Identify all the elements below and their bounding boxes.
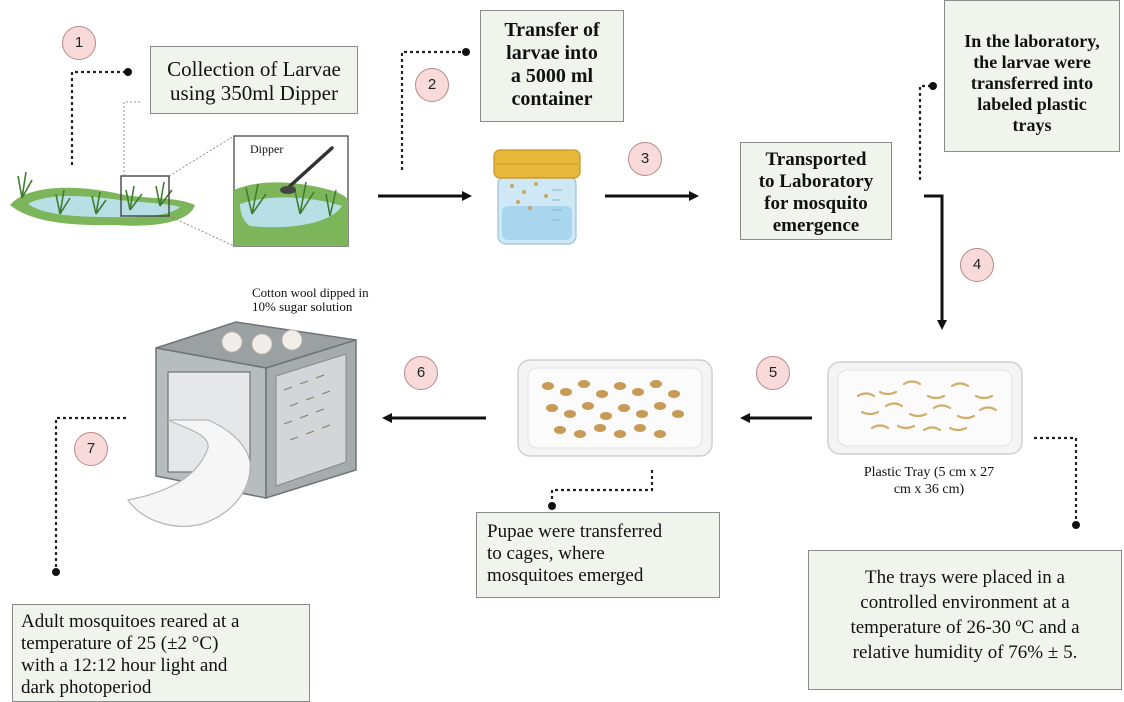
transported-line-2: to Laboratory: [758, 171, 874, 192]
step-circle-4: 4: [960, 248, 994, 282]
dot-step1: [124, 68, 132, 76]
step-circle-3: 3: [628, 142, 662, 176]
cotton-line-2: 10% sugar solution: [252, 299, 353, 314]
dot-step2: [462, 48, 470, 56]
transfer-line-1: Transfer of: [504, 19, 600, 41]
transfer-box: Transfer of larvae into a 5000 ml contai…: [480, 10, 624, 122]
step-circle-6: 6: [404, 356, 438, 390]
transported-box: Transported to Laboratory for mosquito e…: [740, 142, 892, 240]
dot-lab: [929, 82, 937, 90]
dot-pupae: [548, 502, 556, 510]
pond-grass: [17, 171, 173, 215]
tray-label: Plastic Tray (5 cm x 27 cm x 36 cm): [844, 464, 1014, 498]
transported-line-1: Transported: [765, 149, 867, 170]
larvae-tray: [827, 361, 1023, 455]
pupae-line-3: mosquitoes emerged: [487, 565, 644, 586]
adult-line-3: with a 12:12 hour light and: [21, 655, 228, 676]
dotted-connectors: [54, 50, 1078, 570]
pond-water: [28, 196, 180, 218]
adult-line-2: temperature of 25 (±2 °C): [21, 633, 219, 654]
laboratory-line-1: In the laboratory,: [964, 31, 1100, 51]
step-circle-2: 2: [415, 68, 449, 102]
step-circle-7: 7: [74, 432, 108, 466]
connector-dots: [52, 48, 1080, 576]
connector-pupae: [550, 470, 654, 504]
laboratory-line-5: trays: [1012, 115, 1052, 135]
trays-line-4: relative humidity of 76% ± 5.: [852, 642, 1078, 663]
step-circle-5: 5: [756, 356, 790, 390]
pupae-box: Pupae were transferred to cages, where m…: [476, 512, 720, 598]
dipper-cup: [280, 186, 296, 194]
dipper-label: Dipper: [250, 142, 284, 156]
cotton-line-1: Cotton wool dipped in: [252, 285, 369, 300]
pupae-tray: [517, 359, 713, 457]
connector-trays: [1034, 436, 1078, 522]
dipper-panel: [233, 135, 349, 247]
pond-illustration: [10, 101, 235, 247]
transported-line-3: for mosquito: [764, 193, 868, 214]
adult-box: Adult mosquitoes reared at a temperature…: [12, 604, 310, 702]
dot-trays: [1072, 521, 1080, 529]
transported-line-4: emergence: [772, 215, 860, 236]
step-circle-1: 1: [62, 26, 96, 60]
zoom-frame: [120, 175, 170, 217]
larvae-jar: [493, 149, 581, 245]
laboratory-line-2: the larvae were: [973, 52, 1091, 72]
mosquito-cage: [126, 321, 357, 527]
cotton-label: Cotton wool dipped in 10% sugar solution: [252, 286, 369, 314]
trays-line-3: temperature of 26-30 ºC and a: [850, 617, 1080, 638]
pupae-line-2: to cages, where: [487, 543, 605, 564]
transfer-line-4: container: [511, 88, 593, 110]
cage-mesh: [275, 353, 347, 487]
connector-step1: [70, 70, 128, 165]
zoom-lines: [123, 101, 235, 247]
collection-box: Collection of Larvae using 350ml Dipper: [150, 46, 358, 114]
tray-line-2: cm x 36 cm): [893, 482, 965, 497]
pupae-line-1: Pupae were transferred: [487, 521, 663, 542]
dipper-handle: [288, 146, 334, 188]
trays-line-2: controlled environment at a: [860, 592, 1070, 613]
dot-adult: [52, 568, 60, 576]
trays-line-1: The trays were placed in a: [865, 567, 1065, 588]
transfer-line-3: a 5000 ml: [510, 65, 594, 87]
cage-sleeve: [126, 419, 251, 527]
connector-lab: [918, 84, 932, 180]
tray-line-1: Plastic Tray (5 cm x 27: [863, 465, 995, 480]
laboratory-line-4: labeled plastic: [977, 94, 1087, 114]
laboratory-line-3: transferred into: [970, 73, 1094, 93]
adult-line-1: Adult mosquitoes reared at a: [21, 611, 240, 632]
adult-line-4: dark photoperiod: [21, 677, 152, 698]
arrow-step4: [924, 194, 947, 330]
collection-line-2: using 350ml Dipper: [170, 81, 338, 105]
trays-box: The trays were placed in a controlled en…: [808, 550, 1122, 690]
flow-arrows: [378, 191, 947, 423]
cotton-balls: [221, 329, 303, 355]
transfer-line-2: larvae into: [506, 42, 598, 64]
laboratory-box: In the laboratory, the larvae were trans…: [944, 0, 1120, 152]
collection-line-1: Collection of Larvae: [167, 57, 341, 81]
